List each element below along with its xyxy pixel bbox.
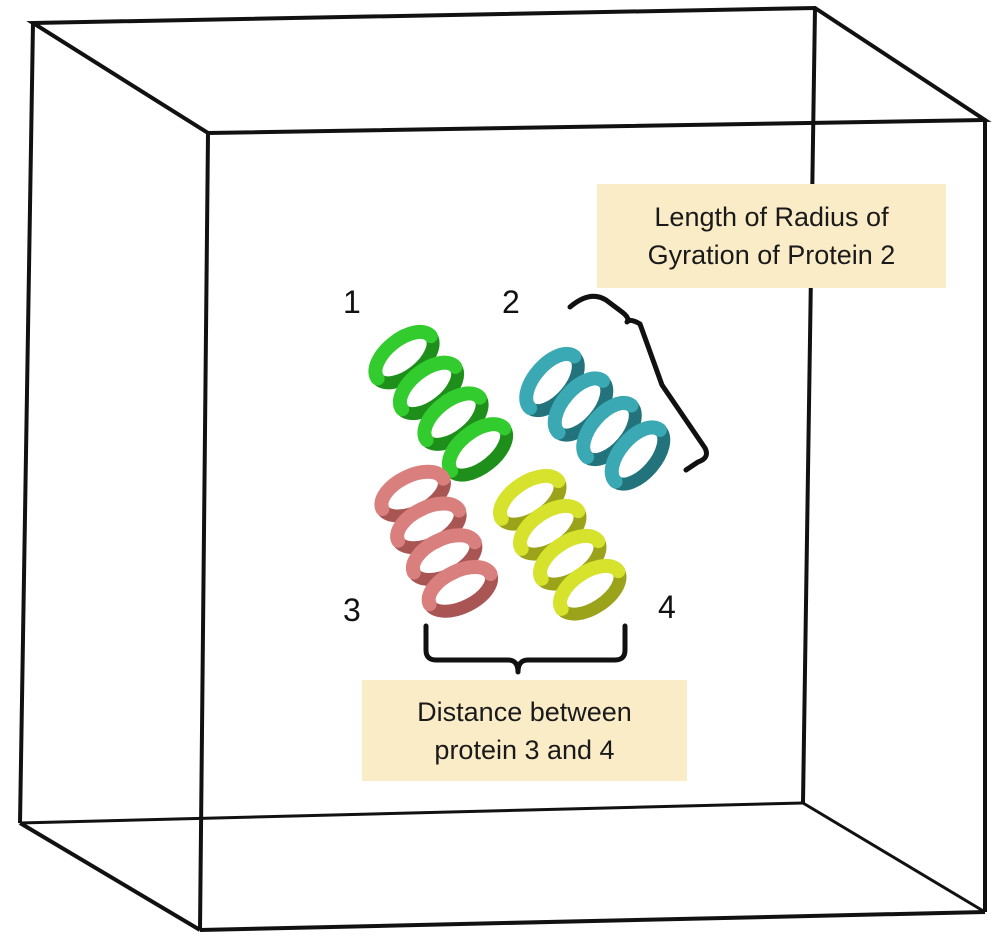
box-front-bottom-edge — [199, 910, 986, 932]
box-back-right-edge — [801, 7, 817, 804]
distance-callout-line-1: Distance between — [417, 696, 632, 727]
radius-bracket — [567, 293, 709, 473]
helix-turn-front — [368, 324, 438, 386]
box-top-face — [26, 5, 992, 136]
helix-turn-front — [417, 386, 487, 448]
protein-4-label: 4 — [658, 589, 676, 625]
helix-turn-front — [421, 560, 498, 612]
helix-turn-front — [533, 528, 606, 586]
box-bottom-left-edge — [18, 821, 202, 932]
box-bottom-right-edge — [802, 801, 986, 914]
helix-turn-front — [441, 417, 512, 478]
protein-1-label: 1 — [343, 284, 361, 320]
box-front-left-edge — [198, 132, 210, 931]
protein-2-helix — [519, 346, 671, 491]
helix-turn-front — [513, 498, 586, 556]
distance-callout: Distance between protein 3 and 4 — [362, 680, 687, 781]
radius-callout-line-2: Gyration of Protein 2 — [647, 240, 896, 270]
box-bottom-back-edge — [19, 801, 804, 825]
distance-callout-line-2: protein 3 and 4 — [434, 734, 615, 765]
protein-3-label: 3 — [343, 592, 361, 628]
helix-turn-front — [405, 528, 482, 580]
helix-turn-front — [519, 346, 582, 416]
protein-4-helix — [493, 468, 627, 621]
helix-turn-front — [374, 464, 451, 516]
box-back-left-edge — [18, 22, 35, 824]
helix-turn-front — [547, 371, 610, 440]
helix-turn-front — [604, 420, 667, 489]
helix-turn-front — [390, 496, 467, 548]
radius-of-gyration-callout: Length of Radius of Gyration of Protein … — [597, 184, 946, 288]
helix-turn-front — [553, 558, 626, 616]
helix-turn-front — [576, 395, 639, 465]
helix-turn-front — [493, 468, 566, 526]
protein-2-label: 2 — [502, 284, 520, 320]
radius-callout-line-1: Length of Radius of — [654, 202, 889, 232]
protein-1-helix — [368, 324, 514, 482]
protein-3-helix — [374, 464, 499, 618]
distance-bracket — [423, 623, 628, 675]
helix-turn-front — [392, 355, 463, 417]
